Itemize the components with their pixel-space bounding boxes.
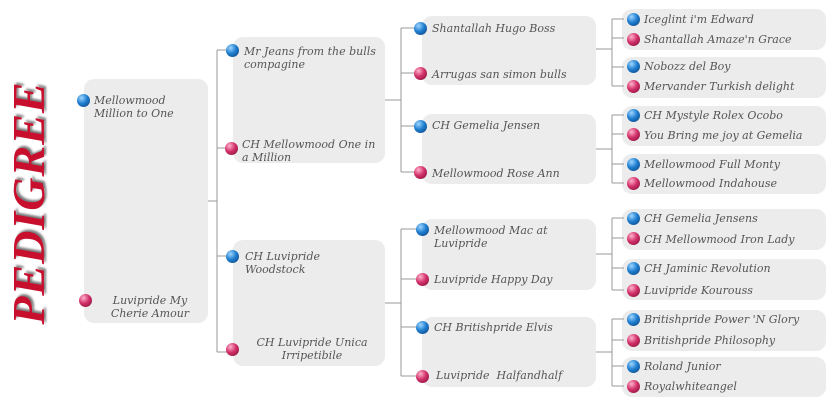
gen3-box-4 <box>422 317 596 387</box>
female-icon <box>416 273 429 286</box>
gen3-box-2 <box>422 114 596 184</box>
male-icon <box>627 313 640 326</box>
gen2-name-1: Mr Jeans from the bulls compagine <box>244 45 376 71</box>
gen4-name-10: CH Mellowmood Iron Lady <box>644 233 795 246</box>
gen4-name-9: CH Gemelia Jensens <box>644 212 758 225</box>
male-icon <box>627 262 640 275</box>
female-icon <box>414 67 427 80</box>
female-icon <box>627 33 640 46</box>
gen4-name-7: Mellowmood Full Monty <box>644 158 780 171</box>
female-icon <box>79 294 92 307</box>
male-icon <box>627 360 640 373</box>
gen4-name-14: Britishpride Philosophy <box>644 334 776 347</box>
gen4-box-6 <box>622 259 826 300</box>
male-icon <box>627 60 640 73</box>
gen3-name-3: CH Gemelia Jensen <box>432 119 541 132</box>
male-icon <box>414 22 427 35</box>
gen3-name-7: CH Britishpride Elvis <box>434 321 553 334</box>
gen4-box-5 <box>622 209 826 250</box>
gen2-box-2 <box>233 240 385 366</box>
gen4-name-13: Britishpride Power 'N Glory <box>644 313 800 326</box>
female-icon <box>627 334 640 347</box>
female-icon <box>225 142 238 155</box>
gen3-name-8: Luvipride Halfandhalf <box>436 369 563 382</box>
female-icon <box>627 284 640 297</box>
gen4-name-3: Nobozz del Boy <box>644 60 731 73</box>
gen4-name-11: CH Jaminic Revolution <box>644 262 771 275</box>
female-icon <box>627 128 640 141</box>
male-icon <box>416 321 429 334</box>
gen3-name-5: Mellowmood Mac at Luvipride <box>434 224 548 250</box>
gen2-name-3: CH Luvipride Woodstock <box>245 250 320 276</box>
gen3-box-1 <box>422 16 596 85</box>
gen4-name-12: Luvipride Kourouss <box>644 284 753 297</box>
female-icon <box>226 343 239 356</box>
gen4-name-6: You Bring me joy at Gemelia <box>644 129 803 142</box>
gen4-name-15: Roland Junior <box>644 360 721 373</box>
male-icon <box>226 250 239 263</box>
gen4-box-8 <box>622 357 826 397</box>
gen4-box-2 <box>622 57 826 98</box>
gen2-name-4: CH Luvipride Unica Irripetibile <box>256 336 368 362</box>
male-icon <box>627 212 640 225</box>
gen4-name-4: Mervander Turkish delight <box>644 80 795 93</box>
male-icon <box>627 109 640 122</box>
gen4-name-8: Mellowmood Indahouse <box>644 177 778 190</box>
gen1-box <box>84 79 208 323</box>
male-icon <box>226 44 239 57</box>
male-icon <box>77 94 90 107</box>
gen3-name-6: Luvipride Happy Day <box>434 273 553 286</box>
gen2-box-1 <box>233 37 385 163</box>
gen2-name-2: CH Mellowmood One in a Million <box>242 138 376 164</box>
gen4-box-3 <box>622 106 826 146</box>
gen4-name-1: Iceglint i'm Edward <box>644 13 754 26</box>
gen3-name-1: Shantallah Hugo Boss <box>432 22 556 35</box>
female-icon <box>414 166 427 179</box>
male-icon <box>416 223 429 236</box>
gen4-box-4 <box>622 154 826 194</box>
gen3-name-2: Arrugas san simon bulls <box>432 68 567 81</box>
gen4-box-1 <box>622 9 826 50</box>
female-icon <box>627 232 640 245</box>
gen3-box-3 <box>422 219 596 290</box>
male-icon <box>627 13 640 26</box>
female-icon <box>416 370 429 383</box>
female-icon <box>627 380 640 393</box>
female-icon <box>627 177 640 190</box>
female-icon <box>627 80 640 93</box>
gen4-name-16: Royalwhiteangel <box>644 380 737 393</box>
gen4-name-2: Shantallah Amaze'n Grace <box>644 33 792 46</box>
male-icon <box>414 120 427 133</box>
gen1-sire-name: Mellowmood Million to One <box>94 94 174 120</box>
gen1-dam-name: Luvipride My Cherie Amour <box>110 294 190 320</box>
male-icon <box>627 158 640 171</box>
gen4-name-5: CH Mystyle Rolex Ocobo <box>644 109 783 122</box>
gen3-name-4: Mellowmood Rose Ann <box>432 167 560 180</box>
gen4-box-7 <box>622 310 826 351</box>
